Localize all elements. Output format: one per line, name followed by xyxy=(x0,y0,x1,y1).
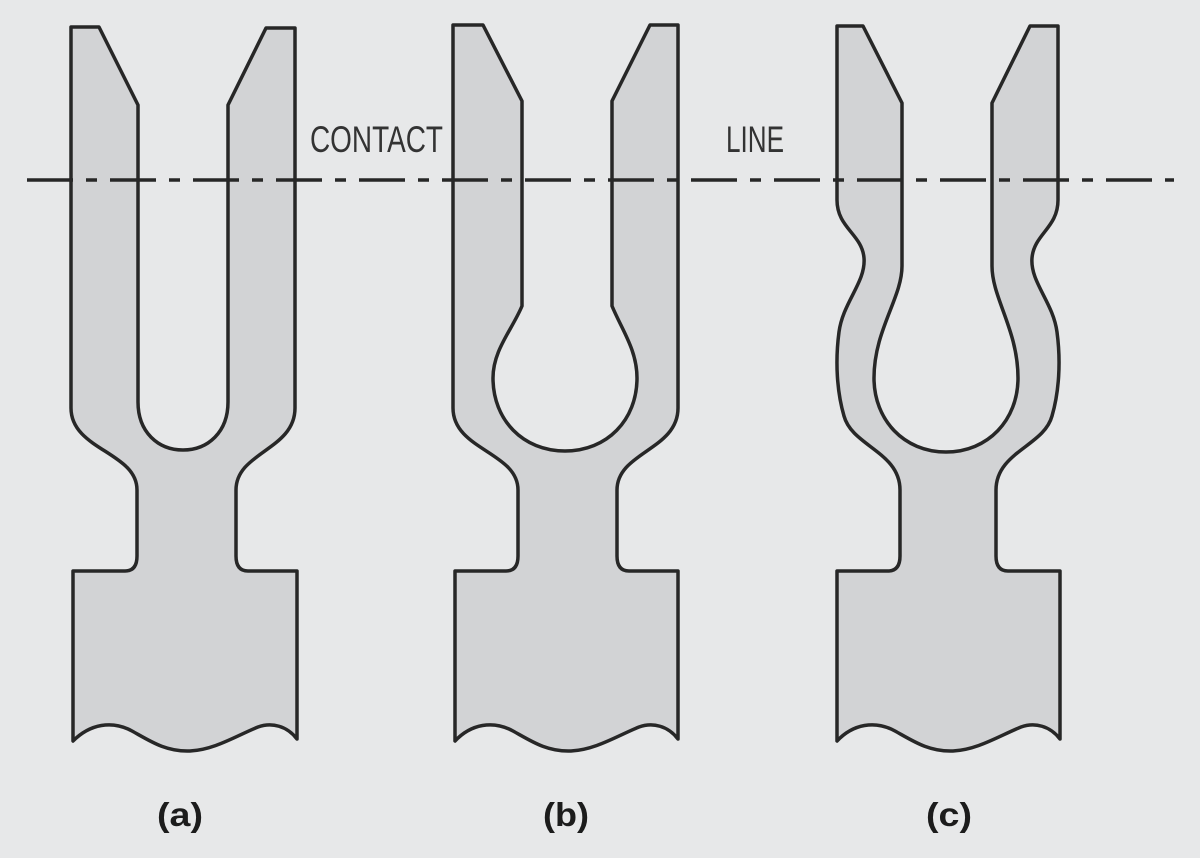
contact-blank-c xyxy=(835,24,1062,753)
contact-blank-b xyxy=(451,23,680,753)
panel-label-b: (b) xyxy=(543,796,589,833)
contact-blank-a xyxy=(69,25,299,753)
contact-label: CONTACT xyxy=(310,119,443,160)
line-label: LINE xyxy=(726,119,784,160)
panel-label-c: (c) xyxy=(926,796,972,833)
panel-label-a: (a) xyxy=(157,796,203,833)
